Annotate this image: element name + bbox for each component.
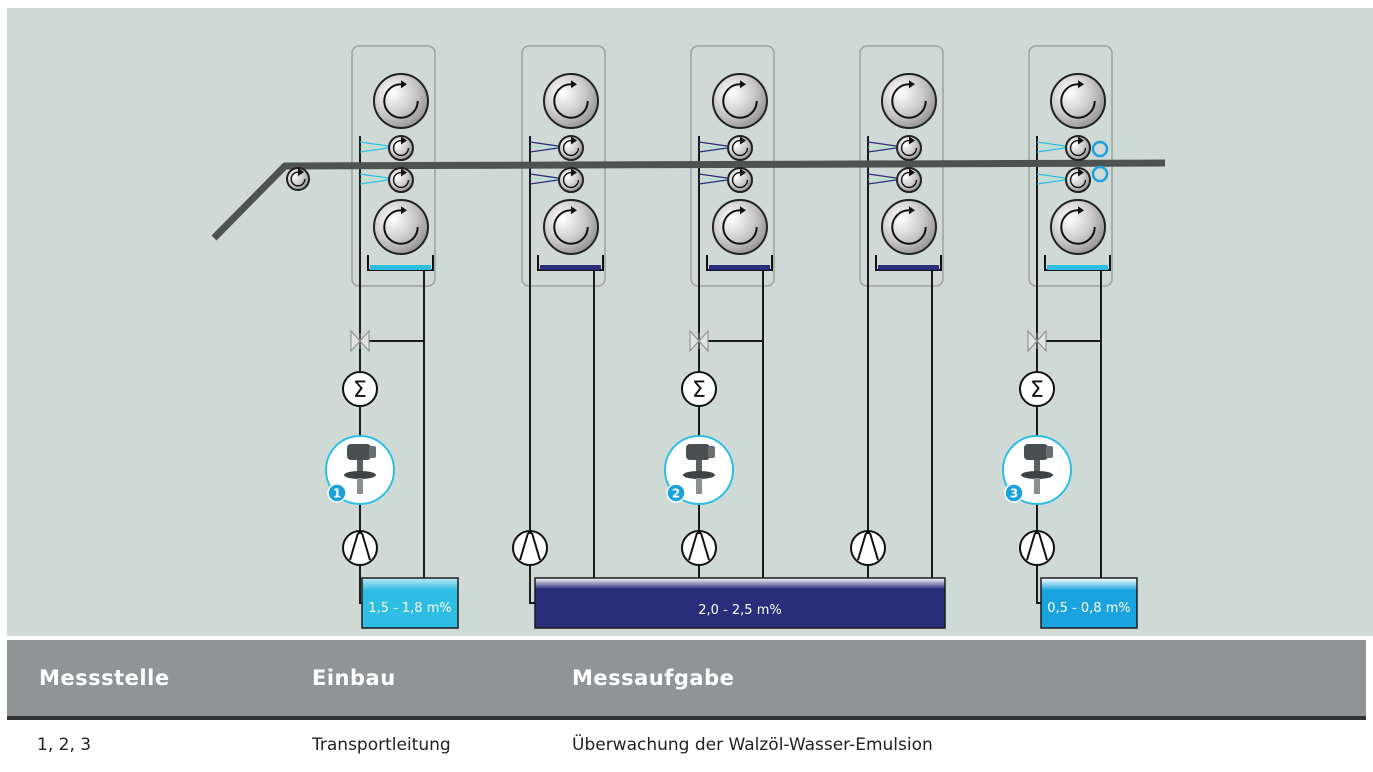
spray-nozzle-icon <box>867 141 897 153</box>
emulsion-tank-3: 0,5 - 0,8 m% <box>1040 577 1138 629</box>
roll-icon <box>712 199 768 255</box>
metal-strip <box>211 159 1166 241</box>
exit-sensor-ring <box>1091 140 1109 158</box>
roll-icon <box>881 73 937 129</box>
roll-icon <box>388 135 414 161</box>
summation-icon: Σ <box>1019 371 1055 407</box>
valve-icon <box>1027 329 1047 353</box>
roll-icon <box>727 167 753 193</box>
measuring-point-badge: 3 <box>1004 483 1024 503</box>
basin <box>1044 255 1111 271</box>
roll-icon <box>388 167 414 193</box>
basin <box>875 255 942 271</box>
valve-icon <box>689 329 709 353</box>
basin <box>706 255 773 271</box>
spray-nozzle-icon <box>1036 141 1066 153</box>
emulsion-tank-2: 2,0 - 2,5 m% <box>534 577 946 629</box>
svg-text:2: 2 <box>672 487 680 501</box>
roll-icon <box>896 167 922 193</box>
svg-text:Σ: Σ <box>353 378 367 403</box>
basin <box>367 255 434 271</box>
table-header: Messstelle Einbau Messaufgabe <box>7 640 1366 720</box>
roll-icon <box>558 135 584 161</box>
roll-icon <box>727 135 753 161</box>
roll-icon <box>558 167 584 193</box>
summation-icon: Σ <box>342 371 378 407</box>
spray-nozzles <box>359 141 1066 185</box>
measuring-point-badge: 2 <box>666 483 686 503</box>
pump-icon <box>342 530 378 566</box>
collection-basins <box>367 255 1111 271</box>
pump-icon <box>1019 530 1055 566</box>
pump-icon <box>681 530 717 566</box>
roll-icon <box>373 73 429 129</box>
svg-text:1: 1 <box>333 487 341 501</box>
header-messaufgabe: Messaufgabe <box>572 666 735 690</box>
basin <box>537 255 604 271</box>
pump-icon <box>512 530 548 566</box>
roll-icon <box>1065 135 1091 161</box>
roll-icon <box>881 199 937 255</box>
cell-messstelle: 1, 2, 3 <box>37 735 92 755</box>
header-einbau: Einbau <box>312 666 396 690</box>
spray-nozzle-icon <box>698 173 728 185</box>
spray-nozzle-icon <box>1036 173 1066 185</box>
roll-icon <box>712 73 768 129</box>
roll-icon <box>286 167 310 191</box>
spray-nozzle-icon <box>359 173 389 185</box>
svg-text:Σ: Σ <box>1030 378 1044 403</box>
roll-icon <box>1050 199 1106 255</box>
piping <box>359 136 1102 604</box>
summation-icon: Σ <box>681 371 717 407</box>
cell-einbau: Transportleitung <box>312 735 451 755</box>
roll-icon <box>543 199 599 255</box>
spray-nozzle-icon <box>359 141 389 153</box>
circuit-components: Σ 1 Σ 2 Σ 3 <box>325 329 1072 566</box>
tank-2-label: 2,0 - 2,5 m% <box>698 603 781 618</box>
rolling-mill-diagram: Σ 1 Σ 2 Σ 3 1,5 - 1,8 m% 2,0 - 2,5 m% 0,5 - 0… <box>7 8 1373 636</box>
exit-sensor-ring <box>1091 165 1109 183</box>
spray-nozzle-icon <box>529 173 559 185</box>
spray-nozzle-icon <box>867 173 897 185</box>
roll-icon <box>896 135 922 161</box>
roll-icon <box>543 73 599 129</box>
svg-text:3: 3 <box>1010 487 1018 501</box>
svg-text:Σ: Σ <box>692 378 706 403</box>
diagram-background <box>7 8 1373 636</box>
spray-nozzle-icon <box>529 141 559 153</box>
spray-nozzle-icon <box>698 141 728 153</box>
table-row: 1, 2, 3 Transportleitung Überwachung der… <box>7 720 1366 772</box>
pump-icon <box>850 530 886 566</box>
measuring-point-badge: 1 <box>327 483 347 503</box>
roll-icon <box>1065 167 1091 193</box>
roll-icon <box>373 199 429 255</box>
roll-stands <box>286 73 1109 255</box>
valve-icon <box>350 329 370 353</box>
tank-1-label: 1,5 - 1,8 m% <box>368 601 451 616</box>
tank-3-label: 0,5 - 0,8 m% <box>1047 601 1130 616</box>
emulsion-tank-1: 1,5 - 1,8 m% <box>361 577 459 629</box>
cell-messaufgabe: Überwachung der Walzöl-Wasser-Emulsion <box>572 735 933 755</box>
roll-icon <box>1050 73 1106 129</box>
header-messstelle: Messstelle <box>39 666 170 690</box>
